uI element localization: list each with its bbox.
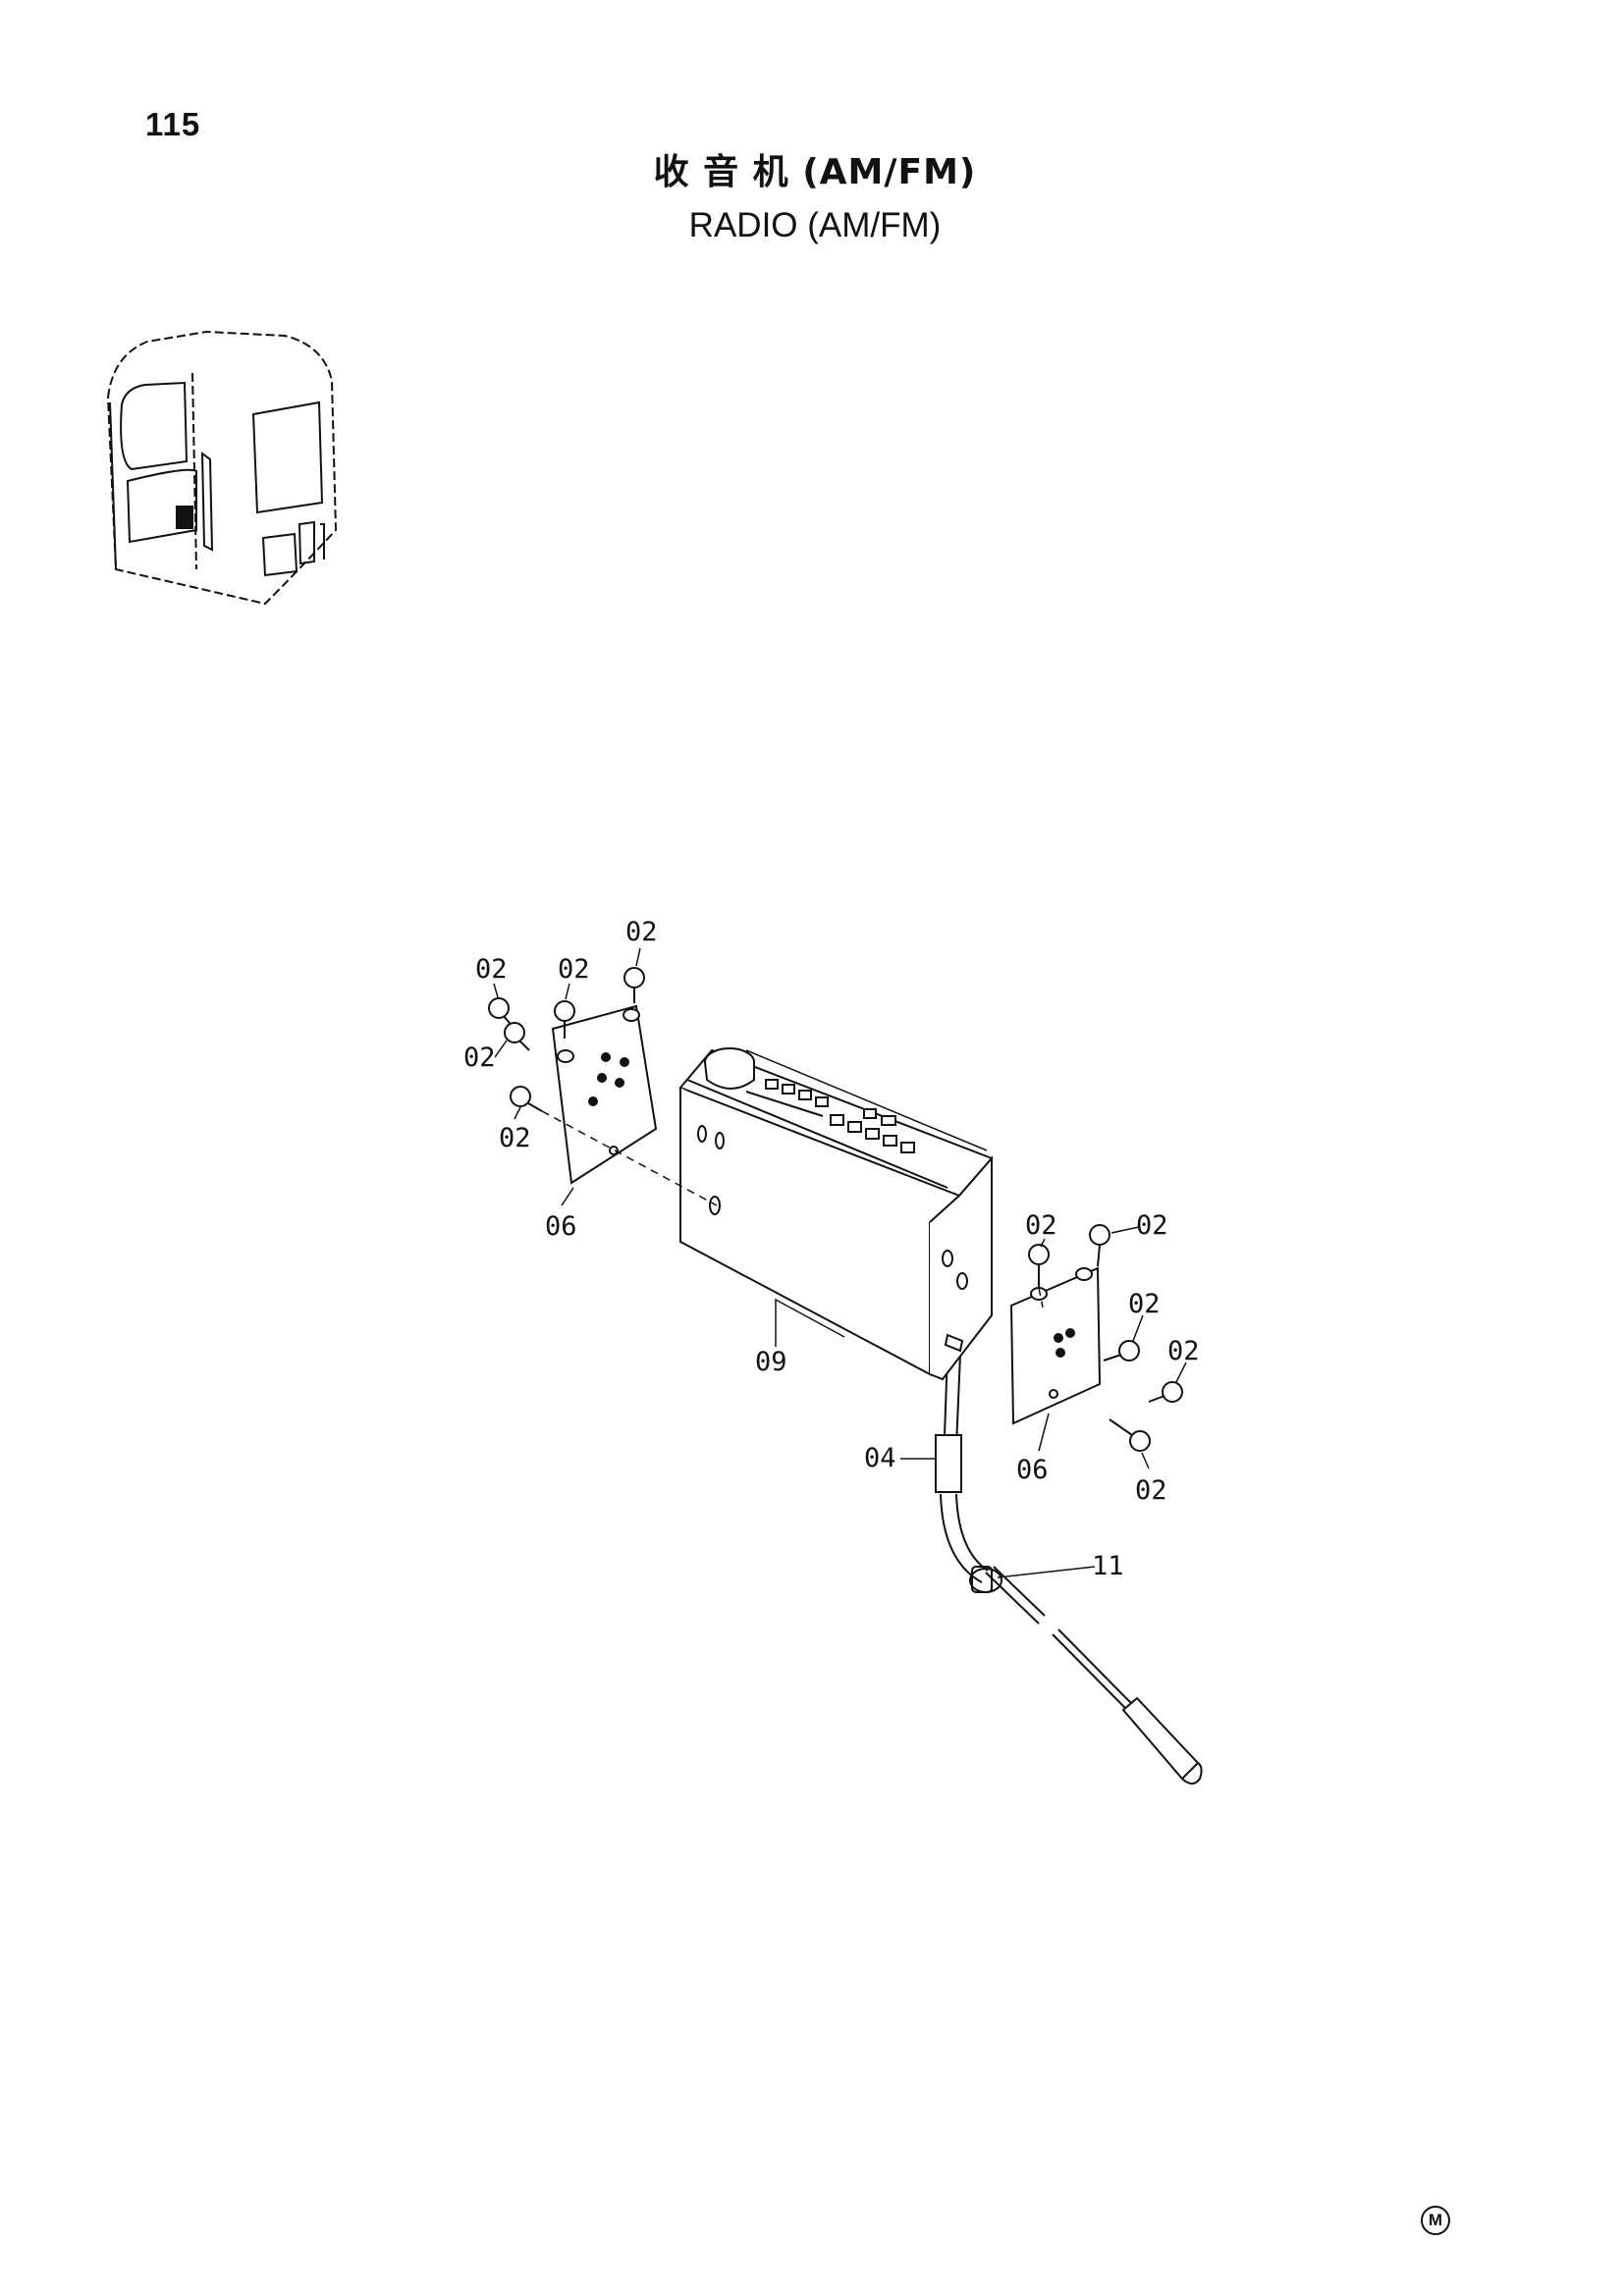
callout-label: 06 bbox=[1016, 1455, 1049, 1485]
screw-right-5 bbox=[1109, 1418, 1151, 1452]
screw-right-3 bbox=[1103, 1340, 1140, 1362]
callout-label: 02 bbox=[625, 917, 658, 947]
screw-right-2 bbox=[1089, 1224, 1110, 1267]
title-chinese: 收 音 机 (AM/FM) bbox=[653, 152, 977, 192]
screws bbox=[488, 967, 1183, 1452]
cab-locator-thumbnail bbox=[106, 330, 338, 606]
manufacturer-mark: M bbox=[1421, 2206, 1450, 2235]
left-bracket bbox=[551, 1004, 658, 1185]
callout-label: 02 bbox=[558, 954, 590, 985]
callout-label: 04 bbox=[864, 1443, 896, 1473]
callout-label: 02 bbox=[1135, 1475, 1167, 1506]
screw-left-2 bbox=[504, 1022, 530, 1051]
screw-right-1 bbox=[1028, 1244, 1050, 1288]
screw-left-3 bbox=[554, 1000, 575, 1039]
callout-label: 02 bbox=[1167, 1336, 1200, 1366]
callout-label: 06 bbox=[545, 1211, 577, 1242]
screw-left-4 bbox=[623, 967, 645, 1003]
callout-label: 11 bbox=[1092, 1551, 1124, 1581]
callout-label: 02 bbox=[463, 1042, 496, 1073]
title-block: 收 音 机 (AM/FM) RADIO (AM/FM) bbox=[589, 149, 1041, 249]
callout-label: 02 bbox=[1025, 1210, 1057, 1241]
callout-label: 09 bbox=[755, 1347, 787, 1377]
leader-lines bbox=[493, 947, 1187, 1578]
screw-left-5 bbox=[510, 1086, 543, 1112]
title-english: RADIO (AM/FM) bbox=[688, 206, 942, 244]
right-bracket bbox=[1009, 1266, 1102, 1425]
antenna-cable bbox=[935, 1352, 1203, 1785]
radio-unit bbox=[678, 1047, 994, 1381]
callout-labels: 02 02 02 02 02 06 09 02 02 02 02 02 04 0… bbox=[463, 917, 1200, 1581]
callout-label: 02 bbox=[1128, 1289, 1161, 1319]
callout-label: 02 bbox=[475, 954, 508, 985]
screw-right-4 bbox=[1148, 1381, 1183, 1403]
alignment-lines bbox=[541, 1110, 1044, 1308]
page-number: 115 bbox=[145, 106, 201, 142]
callout-label: 02 bbox=[499, 1123, 531, 1153]
callout-label: 02 bbox=[1136, 1210, 1168, 1241]
